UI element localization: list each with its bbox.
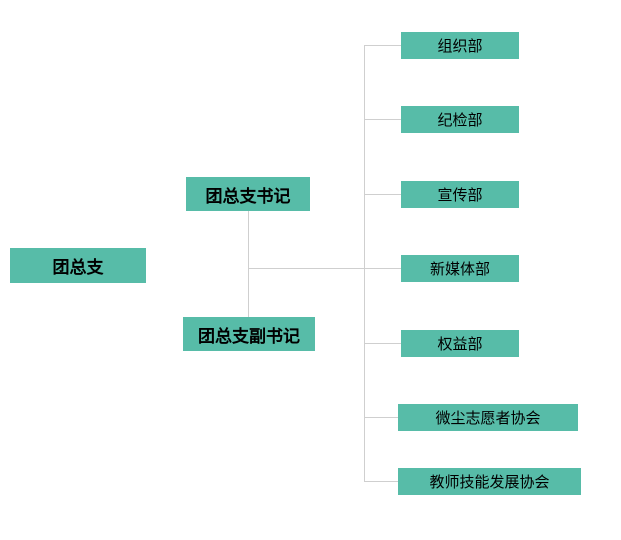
org-node-root: 团总支	[10, 248, 146, 283]
org-node-deputy-secretary: 团总支副书记	[183, 317, 315, 351]
org-node-teacher-skills-association: 教师技能发展协会	[398, 468, 581, 495]
connector-trunk-vertical	[364, 45, 365, 482]
connector-stub-volunteer	[364, 417, 398, 418]
connector-stub-organization	[364, 45, 401, 46]
connector-stub-rights	[364, 343, 401, 344]
connector-stub-discipline	[364, 119, 401, 120]
org-node-publicity-dept: 宣传部	[401, 181, 519, 208]
org-node-organization-dept: 组织部	[401, 32, 519, 59]
org-node-new-media-dept: 新媒体部	[401, 255, 519, 282]
org-node-secretary: 团总支书记	[186, 177, 310, 211]
org-node-volunteer-association: 微尘志愿者协会	[398, 404, 578, 431]
connector-stub-publicity	[364, 194, 401, 195]
connector-stub-teacher-skills	[364, 481, 398, 482]
org-node-rights-dept: 权益部	[401, 330, 519, 357]
connector-secretary-to-deputy	[248, 211, 249, 317]
connector-middle-to-trunk	[248, 268, 401, 269]
org-node-discipline-dept: 纪检部	[401, 106, 519, 133]
